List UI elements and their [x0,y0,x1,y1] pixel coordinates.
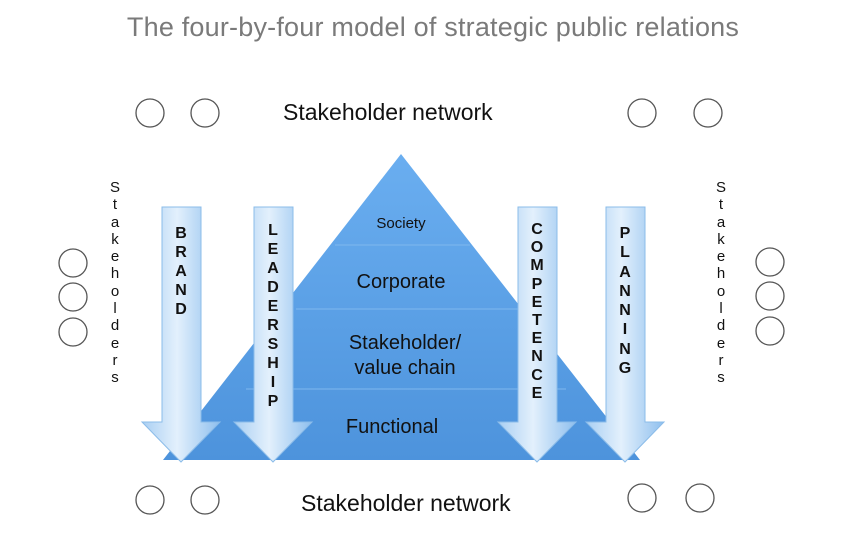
pyramid [163,154,640,460]
arrow-leadership [232,206,314,463]
vertical-letter: D [267,279,279,296]
vertical-letter: h [110,265,120,283]
vertical-letter: E [531,293,543,311]
stakeholder-circle [135,485,165,515]
vertical-letter: a [110,213,120,231]
arrow-brand [140,206,222,463]
vertical-letter: N [619,340,631,358]
vertical-letter: I [270,374,276,391]
stakeholder-circle [685,483,715,513]
vertical-letter: N [175,282,187,299]
vertical-letter: t [112,196,118,214]
stakeholder-circle [58,282,88,312]
vertical-letter: D [175,301,187,318]
vertical-letter: P [267,393,279,410]
stakeholder-network-bottom: Stakeholder network [301,490,511,516]
level-stakeholder-line2: value chain [354,357,455,379]
stakeholder-circle [135,98,165,128]
arrow-planning [584,206,666,463]
vertical-letter: S [715,179,726,196]
level-functional: Functional [346,416,438,438]
vertical-letter: l [719,300,723,318]
vertical-letter: k [717,230,725,248]
stakeholder-circle [755,247,785,277]
vertical-letter: A [267,260,279,277]
level-stakeholder-line1: Stakeholder/ [349,332,462,354]
stakeholder-circle [58,248,88,278]
vertical-letter: h [716,265,726,283]
vertical-letter: P [531,275,543,293]
stakeholder-circle [627,98,657,128]
vertical-letter: s [111,369,119,387]
vertical-letter: O [530,239,544,257]
stakeholder-circle [190,98,220,128]
vertical-letter: E [267,241,279,258]
diagram-title: The four-by-four model of strategic publ… [126,12,740,42]
arrow-competence [496,206,578,463]
vertical-letter: l [113,300,117,318]
vertical-letter: L [620,244,630,262]
vertical-letter: N [531,348,543,366]
stakeholder-circle [190,485,220,515]
vertical-letter: L [268,222,278,239]
vertical-letter: d [110,317,120,335]
vertical-letter: C [531,221,543,238]
vertical-letter: R [267,317,279,334]
vertical-letter: B [175,225,187,242]
vertical-letter: E [531,384,543,402]
vertical-letter: k [111,230,119,248]
vertical-letter: e [110,334,120,352]
stakeholder-circle [693,98,723,128]
vertical-letter: N [619,282,631,300]
level-society: Society [376,215,426,232]
vertical-letter: t [718,196,724,214]
level-corporate: Corporate [357,271,446,293]
vertical-letter: e [716,248,726,266]
vertical-letter: e [716,334,726,352]
vertical-letter: M [530,257,544,275]
stakeholder-circle [58,317,88,347]
stakeholder-circle [627,483,657,513]
vertical-letter: H [267,355,279,372]
vertical-letter: A [619,263,631,281]
vertical-letter: S [267,336,279,353]
stakeholder-network-top: Stakeholder network [283,99,493,125]
vertical-letter: d [716,317,726,335]
vertical-letter: S [109,179,120,196]
vertical-letter: o [716,282,726,300]
vertical-letter: P [619,225,631,242]
vertical-letter: o [110,282,120,300]
vertical-letter: a [716,213,726,231]
vertical-letter: G [618,360,632,378]
vertical-letter: A [175,263,187,280]
vertical-letter: r [112,351,118,369]
stakeholder-circle [755,281,785,311]
vertical-letter: R [175,244,187,261]
vertical-letter: e [110,248,120,266]
vertical-letter: N [619,302,631,320]
vertical-letter: C [531,366,543,384]
vertical-letter: E [267,298,279,315]
vertical-letter: s [717,369,725,387]
stakeholder-circle [755,316,785,346]
vertical-letter: E [531,330,543,348]
vertical-letter: T [532,312,542,330]
vertical-letter: r [718,351,724,369]
vertical-letter: I [622,321,628,339]
